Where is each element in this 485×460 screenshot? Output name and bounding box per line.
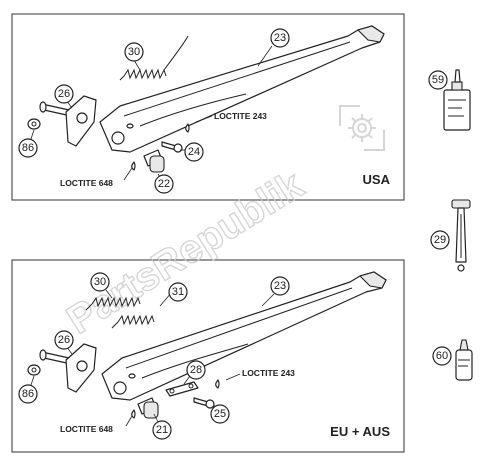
callout-31: 31 [168, 282, 188, 302]
callout-23: 23 [270, 276, 290, 296]
svg-text:24: 24 [188, 146, 200, 158]
svg-text:28: 28 [190, 364, 202, 376]
spring-outer [85, 296, 141, 311]
stop-pin [137, 397, 159, 419]
callout-86: 86 [18, 384, 38, 404]
callout-86: 86 [18, 138, 38, 158]
callout-59: 59 [428, 70, 448, 90]
callout-26: 26 [54, 330, 74, 350]
stop-pin [143, 149, 165, 173]
loctite-tube [443, 69, 471, 131]
spring [119, 35, 189, 81]
tool [451, 199, 471, 272]
callout-60: 60 [432, 346, 452, 366]
spring-inner [111, 314, 155, 329]
pivot-assembly [27, 343, 97, 393]
svg-text:26: 26 [58, 88, 70, 100]
svg-text:23: 23 [274, 32, 286, 44]
loctite-648-label: LOCTITE 648 [60, 424, 113, 434]
callout-28: 28 [186, 360, 206, 380]
loctite-648-label: LOCTITE 648 [60, 178, 113, 188]
region-label-eu-aus: EU + AUS [330, 424, 390, 439]
callout-30: 30 [124, 42, 144, 62]
svg-text:30: 30 [128, 46, 140, 58]
svg-text:31: 31 [172, 286, 184, 298]
callout-24: 24 [184, 142, 204, 162]
loctite-drop [131, 409, 136, 419]
svg-text:60: 60 [436, 350, 448, 362]
loctite-drop [215, 379, 220, 389]
callout-26: 26 [54, 84, 74, 104]
stop-plate [165, 381, 199, 397]
loctite-243-label: LOCTITE 243 [242, 368, 295, 378]
grease-bottle [455, 339, 473, 381]
loctite-243-label: LOCTITE 243 [214, 111, 267, 121]
svg-text:26: 26 [58, 334, 70, 346]
callout-23: 23 [270, 28, 290, 48]
bottom-assembly: LOCTITE 243 LOCTITE 648 EU + AUS 23 30 3… [18, 271, 390, 440]
loctite-drop [185, 123, 190, 133]
svg-text:25: 25 [214, 408, 226, 420]
callout-25: 25 [210, 404, 230, 424]
loctite-drop [131, 161, 136, 171]
callout-21: 21 [152, 420, 172, 440]
callout-22: 22 [154, 174, 174, 194]
svg-text:21: 21 [156, 424, 168, 436]
svg-text:59: 59 [432, 74, 444, 86]
watermark-gear-icon [339, 105, 385, 151]
svg-text:30: 30 [94, 276, 106, 288]
svg-text:86: 86 [22, 142, 34, 154]
svg-text:86: 86 [22, 388, 34, 400]
svg-text:29: 29 [434, 234, 446, 246]
pivot-assembly [27, 95, 97, 147]
svg-text:23: 23 [274, 280, 286, 292]
region-label-usa: USA [363, 172, 391, 187]
side-stand [101, 271, 387, 401]
svg-text:22: 22 [158, 178, 170, 190]
callout-30: 30 [90, 272, 110, 292]
callout-29: 29 [430, 230, 450, 250]
side-stand [99, 25, 385, 153]
top-assembly: LOCTITE 243 LOCTITE 648 USA 23 30 26 86 … [18, 25, 391, 194]
